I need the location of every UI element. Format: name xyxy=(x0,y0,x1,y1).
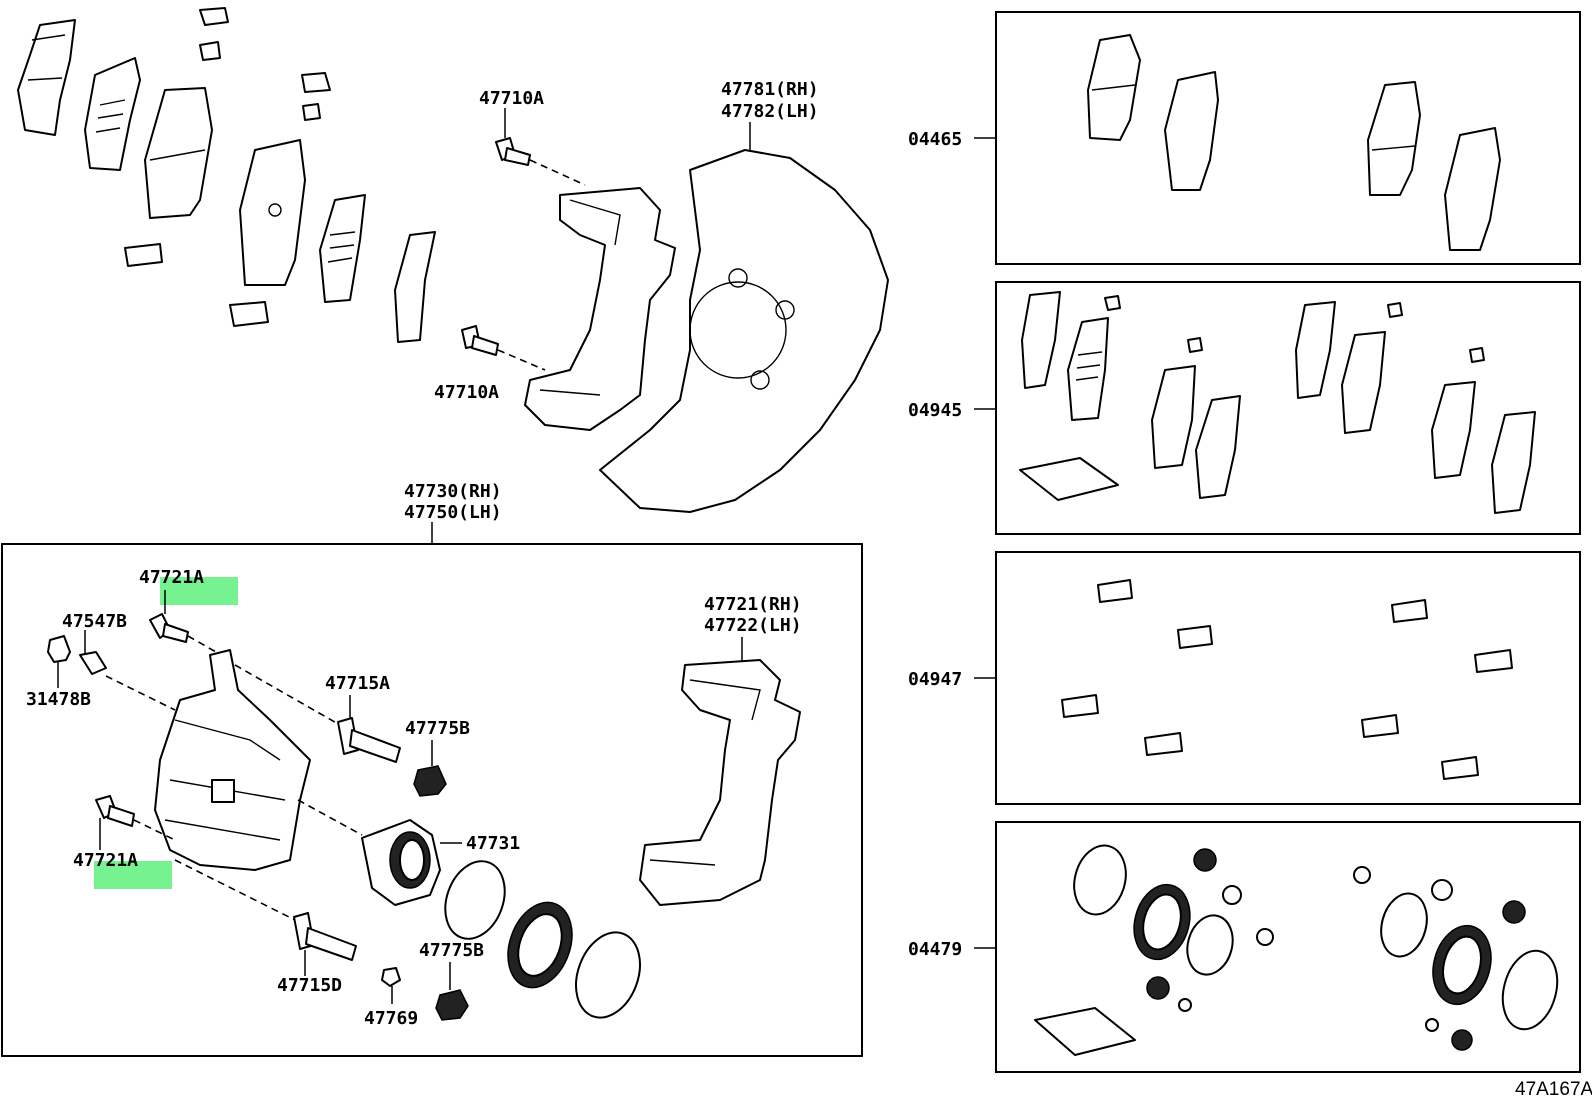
caliper-mounting-upper xyxy=(524,187,676,431)
bolt-47710a-upper xyxy=(495,137,586,186)
kit-code-2: 04947 xyxy=(908,669,962,690)
label-dust-cover-lh: 47782(LH) xyxy=(721,101,819,122)
label-bolt-upper: 47710A xyxy=(479,88,544,109)
kit-panel-04479 xyxy=(974,821,1581,1073)
label-caliper-assy-lh: 47750(LH) xyxy=(404,502,502,523)
caliper-body xyxy=(154,649,311,871)
label-caliper-assy-rh: 47730(RH) xyxy=(404,481,502,502)
part-labels: 47710A 47710A 47781(RH) 47782(LH) 47730(… xyxy=(26,79,819,1029)
diagram-code: 47A167A xyxy=(1515,1079,1592,1099)
kit-code-1: 04945 xyxy=(908,400,962,421)
label-boot-upper: 47775B xyxy=(405,718,470,739)
caliper-assy-parts xyxy=(47,577,801,1021)
kit-code-3: 04479 xyxy=(908,939,962,960)
label-boot-lower: 47775B xyxy=(419,940,484,961)
pad-group-exploded xyxy=(17,7,436,343)
label-bolt-top: 47721A xyxy=(139,567,204,588)
label-bolt-lower: 47710A xyxy=(434,382,499,403)
label-bolt-bottom: 47721A xyxy=(73,850,138,871)
kit-panel-04945 xyxy=(974,281,1581,535)
label-mounting-rh: 47721(RH) xyxy=(704,594,802,615)
label-slide-pin-upper: 47715A xyxy=(325,673,390,694)
kit-panel-04947 xyxy=(974,551,1581,805)
label-bleeder-cap: 31478B xyxy=(26,689,91,710)
label-piston: 47731 xyxy=(466,833,520,854)
bolt-47710a-lower xyxy=(461,325,546,371)
highlight-bolt-bottom xyxy=(94,861,172,889)
caliper-mounting-lower xyxy=(639,659,801,906)
label-slide-pin-lower: 47715D xyxy=(277,975,342,996)
label-dust-cover-rh: 47781(RH) xyxy=(721,79,819,100)
label-bushing: 47769 xyxy=(364,1008,418,1029)
dust-cover xyxy=(599,149,889,513)
kit-code-0: 04465 xyxy=(908,129,962,150)
upper-mount-group xyxy=(461,137,889,513)
kit-labels: 04465 04945 04947 04479 xyxy=(908,129,962,960)
label-bleeder-plug: 47547B xyxy=(62,611,127,632)
label-mounting-lh: 47722(LH) xyxy=(704,615,802,636)
highlight-bolt-top xyxy=(160,577,238,605)
kit-panel-04465 xyxy=(974,11,1581,265)
